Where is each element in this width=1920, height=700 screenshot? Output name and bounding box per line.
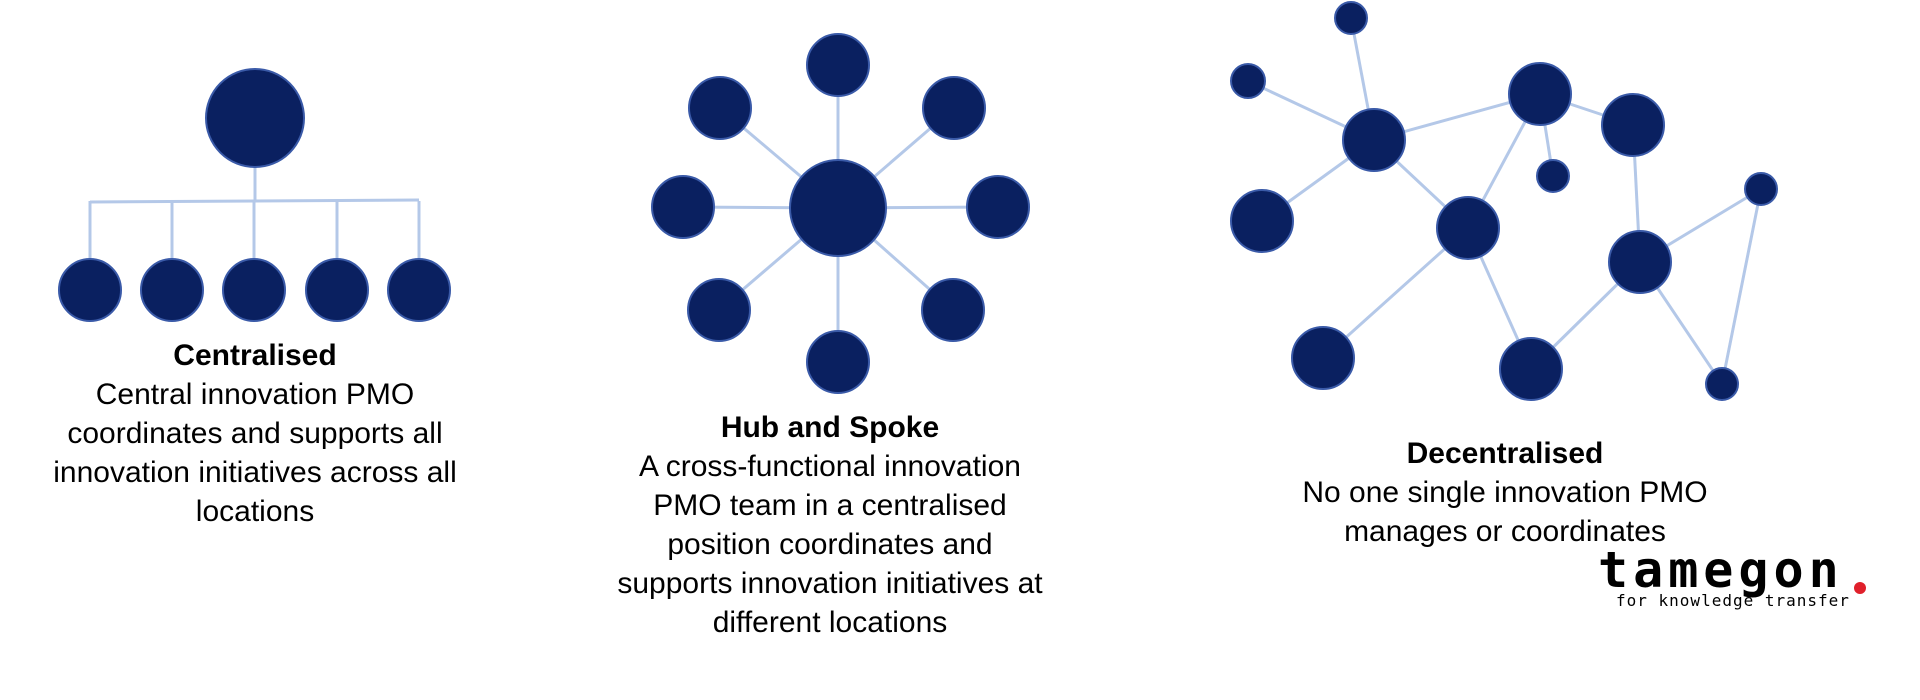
network-edge: [1321, 226, 1470, 360]
network-node: [1601, 93, 1665, 157]
hub-spoke-line-4: supports innovation initiatives at: [617, 567, 1043, 600]
spoke-node: [651, 175, 715, 239]
centralised-root-node: [205, 68, 305, 168]
network-node: [1436, 196, 1500, 260]
network-node: [1744, 172, 1778, 206]
diagram-edges: [88, 17, 1763, 385]
centralised-caption: Centralised Central innovation PMO coord…: [10, 336, 500, 531]
diagram-nodes: [58, 1, 1778, 401]
network-node: [1536, 159, 1570, 193]
network-node: [1342, 108, 1406, 172]
spoke-node: [922, 76, 986, 140]
network-node: [1230, 189, 1294, 253]
centralised-child-node: [305, 258, 369, 322]
spoke-node: [966, 175, 1030, 239]
network-node: [1230, 63, 1266, 99]
hub-spoke-line-5: different locations: [712, 606, 948, 639]
spoke-node: [921, 278, 985, 342]
decentralised-line-1: No one single innovation PMO: [1302, 476, 1708, 509]
decentralised-caption: Decentralised No one single innovation P…: [1255, 434, 1755, 551]
logo-tagline: for knowledge transfer: [1616, 591, 1850, 610]
centralised-line-2: coordinates and supports all: [67, 417, 443, 450]
spoke-node: [688, 76, 752, 140]
hub-spoke-line-3: position coordinates and: [667, 528, 993, 561]
network-node: [1705, 367, 1739, 401]
hub-spoke-caption: Hub and Spoke A cross-functional innovat…: [580, 408, 1080, 642]
spoke-node: [806, 330, 870, 394]
centralised-line-3: innovation initiatives across all: [53, 456, 457, 489]
decentralised-title: Decentralised: [1406, 437, 1604, 470]
decentralised-line-2: manages or coordinates: [1344, 515, 1666, 548]
spoke-node: [687, 278, 751, 342]
network-node: [1291, 326, 1355, 390]
centralised-child-node: [222, 258, 286, 322]
centralised-line-4: locations: [195, 495, 315, 528]
network-node: [1608, 230, 1672, 294]
centralised-line-1: Central innovation PMO: [95, 378, 415, 411]
centralised-child-node: [387, 258, 451, 322]
network-node: [1499, 337, 1563, 401]
centralised-child-node: [140, 258, 204, 322]
hub-spoke-line-1: A cross-functional innovation: [639, 450, 1021, 483]
hub-spoke-line-2: PMO team in a centralised: [653, 489, 1007, 522]
hub-node: [789, 159, 887, 257]
network-edge: [1720, 188, 1763, 385]
centralised-child-node: [58, 258, 122, 322]
centralised-title: Centralised: [173, 339, 337, 372]
spoke-node: [806, 33, 870, 97]
network-node: [1508, 62, 1572, 126]
hub-spoke-title: Hub and Spoke: [720, 411, 940, 444]
logo-wordmark: tamegon: [1598, 541, 1844, 599]
network-node: [1334, 1, 1368, 35]
logo-red-dot: [1854, 582, 1866, 594]
tamegon-logo: tamegon for knowledge transfer: [1598, 542, 1870, 610]
